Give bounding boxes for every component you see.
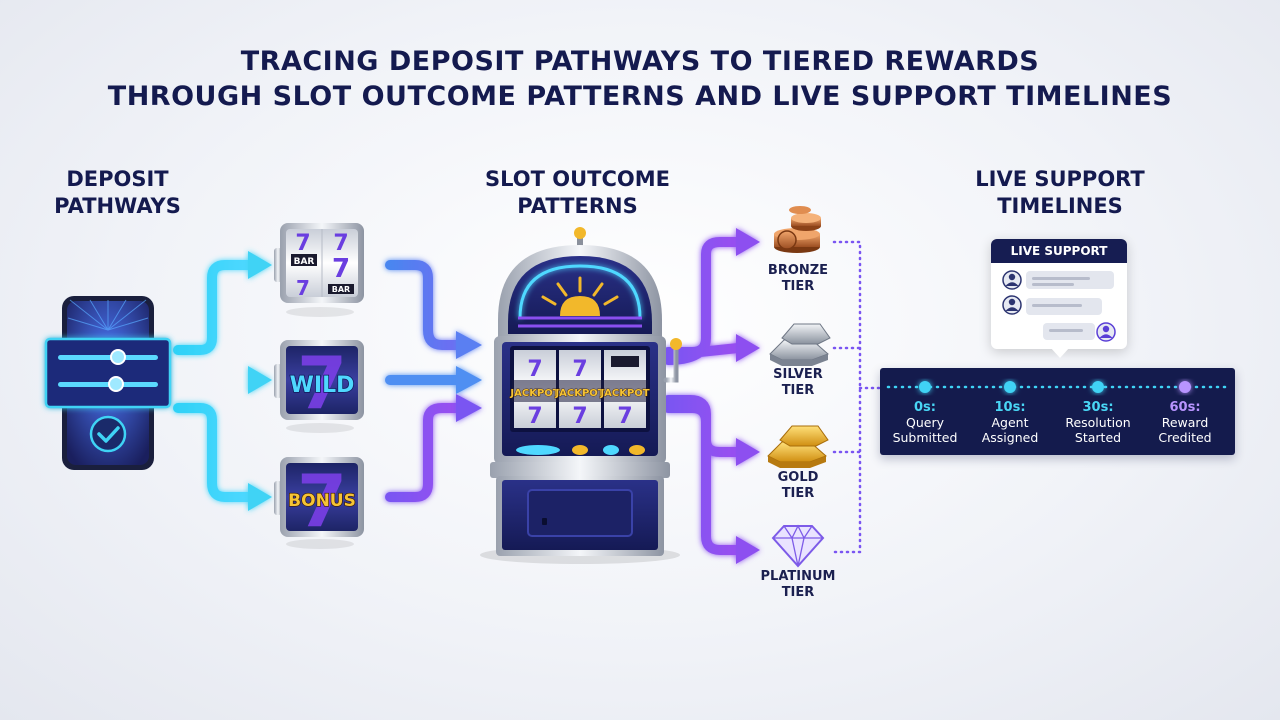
machine-seven-3: 7 <box>527 404 542 429</box>
reel-bonus-icon: 7 BONUS <box>274 457 364 549</box>
diamond-icon <box>771 524 825 568</box>
title-line-1: TRACING DEPOSIT PATHWAYS TO TIERED REWAR… <box>240 46 1040 77</box>
reel-1-seven-d: 7 <box>296 276 310 300</box>
gold-line-1: GOLD <box>777 470 819 485</box>
timeline-step-query: 0s: Query Submitted <box>882 400 968 445</box>
timeline-time-1: 10s: <box>994 400 1026 415</box>
reel-bonus-label: BONUS <box>288 491 356 511</box>
arrow-to-reel-bonus <box>173 403 255 502</box>
timeline-node-0s <box>919 381 931 393</box>
machine-jackpot-3: JACKPOT <box>599 388 649 399</box>
silver-line-1: SILVER <box>773 367 823 382</box>
reel-1-bar-top: BAR <box>294 257 315 267</box>
timeline-step-resolution: 30s: Resolution Started <box>1055 400 1141 445</box>
reel-1-icon: 7 7 BAR 7 7 BAR <box>274 223 364 317</box>
timeline-text-0-b: Submitted <box>892 430 958 445</box>
slot-heading-line-2: PATTERNS <box>517 194 638 218</box>
timeline-text-2-b: Started <box>1074 430 1122 445</box>
timeline-node-60s <box>1179 381 1191 393</box>
timeline-step-reward: 60s: Reward Credited <box>1142 400 1228 445</box>
machine-to-tier-arrows <box>663 237 743 555</box>
reel-1-seven-c: 7 <box>332 254 350 284</box>
machine-seven-5: 7 <box>617 404 632 429</box>
timeline-text-1-a: Agent <box>991 415 1029 430</box>
timeline-time-3: 60s: <box>1169 400 1201 415</box>
reel-bonus-seven: 7 <box>297 459 347 543</box>
deposit-arrows <box>173 260 255 502</box>
live-support-chat-card: LIVE SUPPORT <box>991 239 1127 349</box>
silver-bars-icon <box>769 323 831 366</box>
user-avatar-icon <box>1002 270 1022 290</box>
platinum-line-2: TIER <box>781 585 815 600</box>
title-line-2: THROUGH SLOT OUTCOME PATTERNS AND LIVE S… <box>107 81 1173 112</box>
chat-header: LIVE SUPPORT <box>991 239 1127 263</box>
machine-seven-4: 7 <box>572 404 587 429</box>
tier-label-bronze: BRONZE TIER <box>743 263 853 295</box>
platinum-line-1: PLATINUM <box>760 569 836 584</box>
arrowhead-reel-wild <box>248 366 272 394</box>
timeline-text-0-a: Query <box>906 415 944 430</box>
slot-heading-line-1: SLOT OUTCOME <box>485 167 670 191</box>
tier-connectors <box>832 240 884 554</box>
reel-wild-icon: 7 WILD <box>274 340 364 433</box>
arrowhead-reel-bonus <box>248 483 272 511</box>
slider-icon <box>44 337 172 409</box>
timeline-time-0: 0s: <box>914 400 936 415</box>
machine-jackpot-1: JACKPOT <box>509 388 559 399</box>
timeline-time-2: 30s: <box>1082 400 1114 415</box>
timeline-track <box>886 381 1230 393</box>
timeline-text-1-b: Assigned <box>981 430 1039 445</box>
live-support-heading: LIVE SUPPORT TIMELINES <box>950 166 1170 220</box>
arrowhead-reel-1 <box>248 251 272 279</box>
timeline-step-agent: 10s: Agent Assigned <box>967 400 1053 445</box>
bronze-line-2: TIER <box>781 279 815 294</box>
deposit-heading-line-2: PATHWAYS <box>54 194 181 218</box>
deposit-pathways-heading: DEPOSIT PATHWAYS <box>30 166 205 220</box>
machine-jackpot-2: JACKPOT <box>554 388 604 399</box>
reel-to-machine-arrows <box>385 260 463 502</box>
support-timeline-panel: 0s: Query Submitted 10s: Agent Assigned … <box>880 368 1235 455</box>
timeline-node-10s <box>1004 381 1016 393</box>
tier-label-platinum: PLATINUM TIER <box>743 569 853 601</box>
support-heading-line-2: TIMELINES <box>997 194 1123 218</box>
bronze-line-1: BRONZE <box>767 263 829 278</box>
reel-wild-label: WILD <box>290 373 355 398</box>
timeline-text-3-a: Reward <box>1161 415 1209 430</box>
slot-outcome-heading: SLOT OUTCOME PATTERNS <box>470 166 685 220</box>
chat-card-pointer <box>1050 347 1070 358</box>
deposit-heading-line-1: DEPOSIT <box>66 167 169 191</box>
reel-1-bar-bottom: BAR <box>332 285 350 294</box>
silver-line-2: TIER <box>781 383 815 398</box>
slot-machine-icon: 7 7 7 7 7 JACKPOT JACKPOT JACKPOT <box>480 227 682 564</box>
page-title: TRACING DEPOSIT PATHWAYS TO TIERED REWAR… <box>0 44 1280 114</box>
reel-wild-seven: 7 <box>297 341 347 425</box>
chat-messages <box>1002 270 1116 342</box>
machine-seven-1: 7 <box>527 357 542 382</box>
gold-bars-icon <box>767 425 829 468</box>
reel-1-seven-b: 7 <box>333 231 348 256</box>
bronze-coins-icon <box>774 206 821 253</box>
machine-seven-2: 7 <box>572 357 587 382</box>
arrow-to-reel-1 <box>173 260 255 355</box>
tier-label-gold: GOLD TIER <box>743 470 853 502</box>
tier-label-silver: SILVER TIER <box>743 367 853 399</box>
support-heading-line-1: LIVE SUPPORT <box>975 167 1145 191</box>
gold-line-2: TIER <box>781 486 815 501</box>
checkmark-icon <box>97 426 120 443</box>
timeline-text-2-a: Resolution <box>1065 415 1131 430</box>
reel-1-seven-a: 7 <box>295 231 310 256</box>
timeline-node-30s <box>1092 381 1104 393</box>
timeline-text-3-b: Credited <box>1158 430 1212 445</box>
